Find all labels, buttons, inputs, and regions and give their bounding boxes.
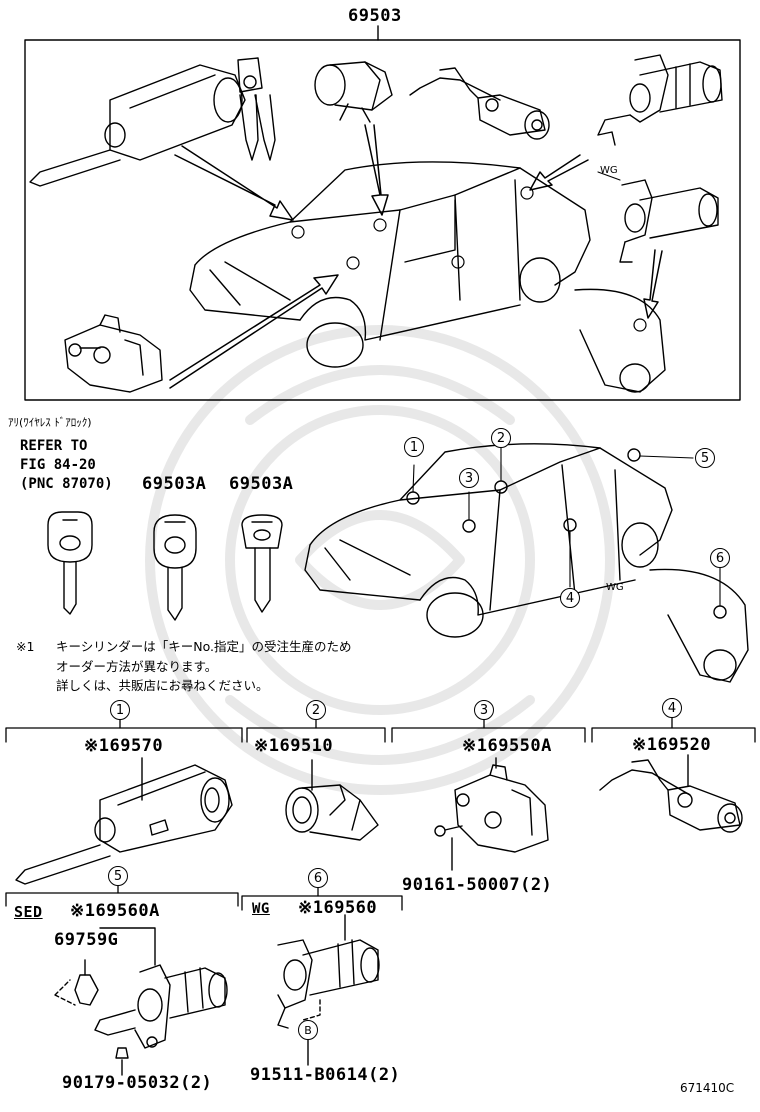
middle-wg-label: WG [606, 582, 624, 593]
car-wg-top-tail [574, 288, 666, 393]
refer-line-3: (PNC 87070) [20, 476, 113, 492]
part-169510-label: ※169510 [254, 736, 334, 756]
part-169510-drawing [285, 759, 379, 841]
part-169570-drawing [15, 757, 233, 885]
section-brackets [5, 717, 756, 911]
callout-leaders-middle [412, 447, 721, 607]
part-169550A-label: ※169550A [462, 736, 552, 756]
part-169560A-drawing [54, 927, 228, 1076]
car-outline-middle [304, 443, 673, 638]
wireless-door-lock-note: ｱﾘ(ﾜｲﾔﾚｽ ﾄﾞｱﾛｯｸ) [8, 416, 92, 429]
part-169560A-label: ※169560A [70, 901, 160, 921]
ignition-lock-assembly-top [29, 57, 276, 187]
bolt-91511-label: 91511-B0614(2) [250, 1065, 401, 1085]
car-wg-middle-tail [649, 568, 749, 683]
note-mark: ※1 [16, 639, 35, 654]
callout-5: 5 [695, 448, 715, 468]
key-b-part-number: 69503A [229, 474, 294, 494]
bolt-b-marker: B [298, 1020, 318, 1040]
bolt-90161-label: 90161-50007(2) [402, 875, 553, 895]
note-line-1: キーシリンダーは「キーNo.指定」の受注生産のため [56, 639, 352, 654]
key-a-part-number: 69503A [142, 474, 207, 494]
sed-tag: SED [14, 903, 43, 921]
refer-line-2: FIG 84-20 [20, 457, 96, 473]
door-lock-actuator-top [64, 314, 163, 393]
section-3-number: 3 [474, 700, 494, 720]
section-4-number: 4 [662, 698, 682, 718]
callout-3: 3 [459, 468, 479, 488]
part-169520-label: ※169520 [632, 735, 712, 755]
wg-leaders [597, 171, 621, 181]
location-dots-top [291, 186, 647, 332]
top-part-number: 69503 [348, 6, 402, 26]
wg-tag: WG [252, 901, 270, 917]
part-69759G-label: 69759G [54, 930, 119, 950]
screw-90179-label: 90179-05032(2) [62, 1073, 213, 1093]
callout-1: 1 [404, 437, 424, 457]
top-wg-label: WG [600, 165, 618, 176]
part-169550A-drawing [434, 757, 549, 871]
part-169560-drawing [277, 914, 380, 1066]
watermark-emblem [145, 325, 615, 795]
figure-code: 671410C [680, 1081, 735, 1095]
note-line-2: オーダー方法が異なります。 [56, 659, 218, 674]
section-1-number: 1 [110, 700, 130, 720]
trunk-lock-cylinder-top [597, 54, 723, 146]
part-169570-label: ※169570 [84, 736, 164, 756]
car-outline-top [189, 161, 591, 368]
top-frame [24, 25, 741, 401]
door-lock-cylinder-top-b [409, 67, 550, 140]
refer-line-1: REFER TO [20, 438, 88, 454]
back-door-lock-cylinder-top [619, 179, 719, 263]
part-169520-drawing [599, 754, 743, 833]
callout-6: 6 [710, 548, 730, 568]
door-lock-cylinder-top-a [314, 61, 393, 123]
key-b [241, 514, 283, 613]
note-line-3: 詳しくは、共販店にお尋ねください。 [56, 678, 269, 693]
section-6-number: 6 [308, 868, 328, 888]
section-5-number: 5 [108, 866, 128, 886]
callout-2: 2 [491, 428, 511, 448]
pointer-arrows-top [169, 124, 663, 389]
section-2-number: 2 [306, 700, 326, 720]
callout-4: 4 [560, 588, 580, 608]
key-remote [47, 511, 93, 615]
part-169560-label: ※169560 [298, 898, 378, 918]
key-a [153, 514, 197, 621]
